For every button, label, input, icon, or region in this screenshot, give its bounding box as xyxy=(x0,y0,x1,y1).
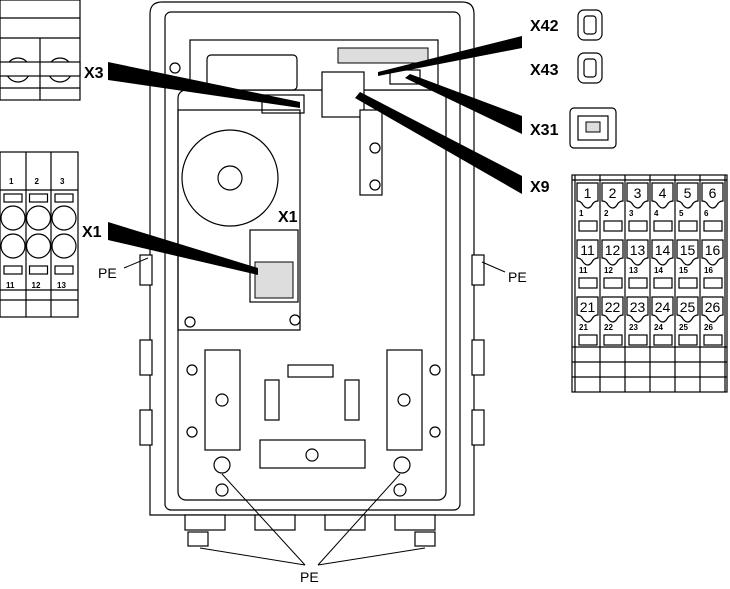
x1-marker xyxy=(3,193,23,203)
x9-terminal-small-number: 24 xyxy=(654,323,663,332)
x9-terminal-number: 16 xyxy=(705,242,721,258)
x9-terminal-number: 23 xyxy=(630,299,646,315)
pointer-wedges xyxy=(108,36,522,275)
pe-leaders xyxy=(123,257,506,566)
x1-terminal-number: 11 xyxy=(6,281,15,290)
x1-screw xyxy=(25,205,52,231)
pe-left-label: PE xyxy=(98,265,117,281)
x1-terminal-number: 1 xyxy=(9,177,14,186)
x9-terminal-small-number: 13 xyxy=(629,266,638,275)
x1-marker xyxy=(54,193,74,203)
x9-terminal-small-number: 5 xyxy=(679,209,684,218)
x1-marker xyxy=(28,265,49,275)
x9-terminal-number: 4 xyxy=(659,185,667,201)
x1-screw xyxy=(51,233,77,259)
x1-marker xyxy=(3,265,23,275)
x9-terminal-number: 2 xyxy=(609,185,617,201)
x9-terminal-number: 5 xyxy=(684,185,692,201)
x1-label: X1 xyxy=(82,224,102,241)
x9-terminal-number: 15 xyxy=(680,242,696,258)
x9-terminal-small-number: 6 xyxy=(704,209,709,218)
x1-terminal-number: 2 xyxy=(35,177,40,186)
x9-terminal-number: 21 xyxy=(580,299,596,315)
x9-terminal-number: 22 xyxy=(605,299,621,315)
x1-terminal-number: 12 xyxy=(32,281,41,290)
power-board: X1 xyxy=(177,109,301,331)
x9-terminal-small-number: 3 xyxy=(629,209,634,218)
x9-terminal-small-number: 12 xyxy=(604,266,613,275)
x9-terminal-small-number: 15 xyxy=(679,266,688,275)
x9-terminal-small-number: 1 xyxy=(579,209,584,218)
x43-label: X43 xyxy=(530,62,559,79)
x3-label: X3 xyxy=(84,65,104,82)
cable-clamps xyxy=(186,349,441,497)
x9-terminal-small-number: 14 xyxy=(654,266,663,275)
x9-terminal-number: 13 xyxy=(630,242,646,258)
x9-terminal-small-number: 4 xyxy=(654,209,659,218)
x9-terminal-small-number: 2 xyxy=(604,209,609,218)
x43-connector-icon xyxy=(577,52,603,84)
x9-terminal-number: 26 xyxy=(705,299,721,315)
pe-right-label: PE xyxy=(508,269,527,285)
x9-terminal-small-number: 21 xyxy=(579,323,588,332)
pe-bottom-label: PE xyxy=(300,569,319,585)
x1-terminal-number: 13 xyxy=(57,281,66,290)
x9-terminal-small-number: 23 xyxy=(629,323,638,332)
x9-terminal-number: 25 xyxy=(680,299,696,315)
x1-marker xyxy=(54,265,74,275)
x1-screw xyxy=(0,205,26,231)
x9-terminal-number: 3 xyxy=(634,185,642,201)
x9-terminal-number: 12 xyxy=(605,242,621,258)
x1-screw xyxy=(51,205,77,231)
x1-board-label: X1 xyxy=(278,209,298,226)
control-board xyxy=(169,39,439,196)
x9-terminal-number: 24 xyxy=(655,299,671,315)
x9-terminal-number: 11 xyxy=(580,242,595,258)
x9-terminal-detail: 1122334455661111121213131414151516162121… xyxy=(571,174,728,393)
x9-terminal-small-number: 22 xyxy=(604,323,613,332)
x9-label: X9 xyxy=(530,179,550,196)
x1-marker xyxy=(28,193,49,203)
x3-connector-detail xyxy=(0,0,81,101)
x42-connector-icon xyxy=(577,9,603,41)
x9-terminal-small-number: 25 xyxy=(679,323,688,332)
x9-terminal-small-number: 16 xyxy=(704,266,713,275)
x9-terminal-small-number: 11 xyxy=(579,266,588,275)
x9-terminal-number: 14 xyxy=(655,242,671,258)
x1-screw xyxy=(0,233,26,259)
x1-terminal-number: 3 xyxy=(60,177,65,186)
x9-terminal-number: 6 xyxy=(709,185,717,201)
x1-screw xyxy=(25,233,52,259)
x42-label: X42 xyxy=(530,18,559,35)
x31-connector-icon xyxy=(569,107,617,149)
x9-terminal-small-number: 26 xyxy=(704,323,713,332)
x31-label: X31 xyxy=(530,122,559,139)
x9-terminal-number: 1 xyxy=(584,185,592,201)
